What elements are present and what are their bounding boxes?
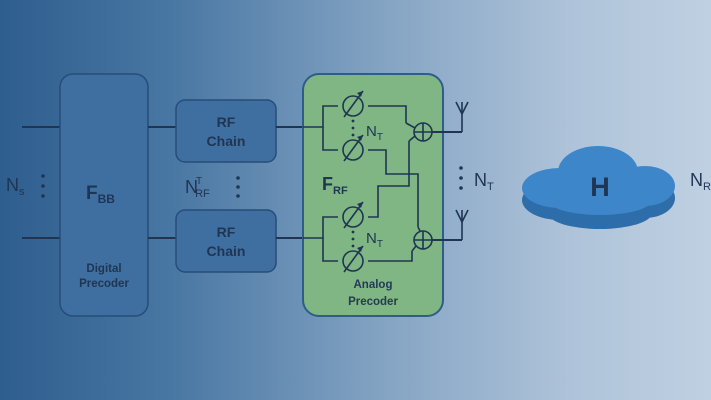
analog-wire-1a: [303, 105, 338, 128]
phase-shifter-icon: [342, 201, 364, 229]
phase-shifter-icon: [342, 90, 364, 118]
frf-symbol: FRF: [322, 174, 348, 197]
vertical-dots-icon: [41, 174, 45, 198]
ps1-to-adder1: [368, 105, 407, 123]
phase-shifter-icon: [342, 245, 364, 273]
rf-chain-1-label-line2: Chain: [207, 133, 246, 149]
analog-precoder-box: [302, 73, 444, 317]
adder2-input-b: [411, 245, 417, 252]
adder1-input-b: [408, 135, 416, 142]
digital-precoder-box: [59, 73, 149, 317]
digital-caption-line1: Digital: [86, 263, 121, 275]
adder2-input-a: [417, 226, 421, 232]
shifter-dots-icon: [351, 119, 355, 248]
ps3-to-adder1: [368, 141, 410, 218]
adder1-input-a: [405, 122, 416, 129]
analog-caption-line1: Analog: [354, 279, 393, 291]
receiver-label: NR: [690, 170, 711, 193]
rf-chain-2-label-line1: RF: [217, 224, 236, 240]
antenna-count-label: NT: [474, 170, 494, 193]
digital-precoder-block: FBB Digital Precoder: [59, 73, 149, 317]
fbb-symbol: FBB: [86, 183, 115, 206]
digital-caption-line2: Precoder: [79, 278, 129, 290]
ps2-to-adder2: [368, 149, 419, 227]
adder-icon: [413, 122, 433, 142]
analog-wire-2b: [322, 238, 338, 262]
input-streams: Ns: [6, 126, 60, 239]
channel-label: H: [590, 172, 610, 202]
rf-chain-2: RF Chain: [175, 209, 277, 273]
ps4-to-adder2: [368, 251, 413, 262]
rf-chain-1-label-line1: RF: [217, 114, 236, 130]
adder-icon: [413, 230, 433, 250]
cloud-icon: [522, 146, 675, 229]
antenna-icon: [455, 101, 469, 132]
analog-wire-2a: [303, 216, 338, 239]
shifter-count-label-2: NT: [366, 230, 383, 250]
rf-chain-1-box: [175, 99, 277, 163]
ns-label: Ns: [6, 175, 25, 198]
rf-chain-2-box: [175, 209, 277, 273]
shifter-count-label-1: NT: [366, 123, 383, 143]
antenna-icon: [455, 209, 469, 240]
rf-chain-2-label-line2: Chain: [207, 243, 246, 259]
rf-vertical-dots-icon: [236, 176, 240, 198]
phase-shifter-icon: [342, 134, 364, 162]
analog-precoder-block: NT NT FRF Analog Precoder: [302, 73, 444, 317]
analog-wire-1b: [322, 127, 338, 151]
analog-caption-line2: Precoder: [348, 296, 398, 308]
rf-chain-1: RF Chain: [175, 99, 277, 163]
antenna-dots-icon: [459, 166, 463, 190]
